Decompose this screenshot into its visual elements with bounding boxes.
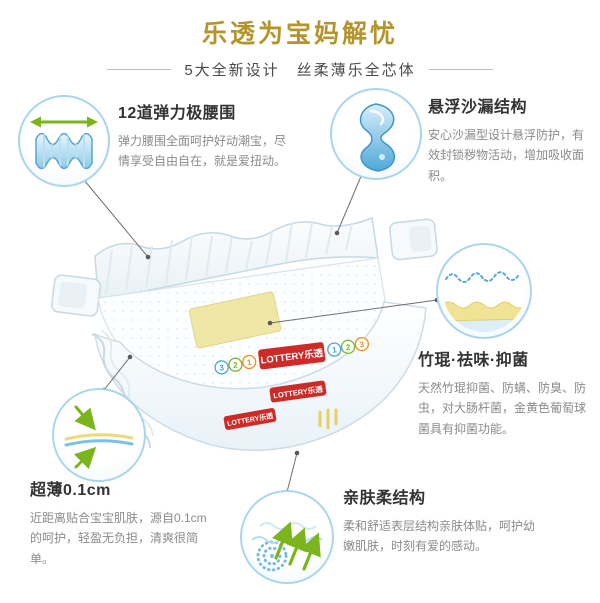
page-title: 乐透为宝妈解忧: [201, 20, 398, 48]
brand-logo-mid: LOTTERY乐透: [269, 380, 327, 403]
diaper-waistband: [94, 216, 379, 299]
brand-logo-row: 3 2 1 LOTTERY乐透 1 2 3: [214, 336, 369, 375]
breathable-surface-icon: [251, 521, 323, 572]
feature-bamboo: 竹琨·祛味·抑菌 天然竹琨抑菌、防螨、防臭、防虫，对大肠杆菌，金黄色葡萄球菌具有…: [418, 346, 596, 439]
size-number: 1: [332, 345, 338, 355]
feature-thin: 超薄0.1cm 近距离贴合宝宝肌肤，源自0.1cm的呵护，轻盈无负担，清爽很简单…: [30, 476, 212, 569]
page-subtitle: 5大全新设计 丝柔薄乐全芯体: [184, 62, 416, 79]
feature-hourglass-title: 悬浮沙漏结构: [428, 99, 528, 116]
feature-thin-desc: 近距离贴合宝宝肌肤，源自0.1cm的呵护，轻盈无负担，清爽很简单。: [30, 511, 207, 566]
feature-soft: 亲肤柔结构 柔和舒适表层结构亲肤体贴，呵护幼嫩肌肤，时刻有爱的感动。: [343, 484, 535, 557]
feature-waistband-desc: 弹力腰围全面呵护好动潮宝，尽情享受自由自在，就是爱扭动。: [118, 134, 287, 169]
size-number: 3: [219, 363, 225, 373]
thin-layer-icon: [64, 405, 134, 470]
subtitle-line-right: [428, 69, 493, 70]
size-number: 2: [233, 360, 239, 370]
feature-bamboo-title: 竹琨·祛味·抑菌: [418, 352, 529, 369]
feature-hourglass: 悬浮沙漏结构 安心沙漏型设计悬浮防护，有效封锁秽物活动，增加吸收面积。: [428, 93, 588, 186]
size-number: 2: [345, 343, 351, 353]
header: 乐透为宝妈解忧 5大全新设计 丝柔薄乐全芯体: [0, 14, 600, 80]
core-layers-badge: [436, 243, 532, 339]
core-layers-icon: [443, 271, 525, 332]
feature-waistband-title: 12道弹力极腰围: [118, 105, 236, 122]
diaper-left-tab: [51, 274, 102, 317]
breathable-surface-badge: [240, 490, 334, 584]
elastic-waistband-badge: [18, 95, 110, 187]
subtitle-line-left: [107, 69, 172, 70]
feature-soft-desc: 柔和舒适表层结构亲肤体贴，呵护幼嫩肌肤，时刻有爱的感动。: [343, 519, 536, 554]
waistband-pleats: [105, 222, 353, 295]
wetness-indicator: [318, 408, 338, 430]
feature-soft-title: 亲肤柔结构: [343, 490, 426, 507]
diaper-right-tab: [389, 218, 438, 261]
subtitle-row: 5大全新设计 丝柔薄乐全芯体: [0, 59, 600, 80]
feature-hourglass-desc: 安心沙漏型设计悬浮防护，有效封锁秽物活动，增加吸收面积。: [428, 128, 585, 183]
feature-bamboo-desc: 天然竹琨抑菌、防螨、防臭、防虫，对大肠杆菌，金黄色葡萄球菌具有抑菌功能。: [418, 381, 587, 436]
feature-waistband: 12道弹力极腰围 弹力腰围全面呵护好动潮宝，尽情享受自由自在，就是爱扭动。: [118, 99, 296, 172]
diaper-product-image: 3 2 1 LOTTERY乐透 1 2 3 LOTTERY乐透 LOTTERY乐…: [51, 216, 438, 451]
size-number: 1: [246, 358, 252, 368]
elastic-waistband-icon: [30, 116, 98, 170]
thin-layer-badge: [52, 388, 146, 482]
brand-logo-low: LOTTERY乐透: [223, 408, 277, 430]
size-number: 3: [359, 340, 365, 350]
feature-thin-title: 超薄0.1cm: [30, 482, 111, 499]
hourglass-core-icon: [359, 103, 396, 172]
hourglass-core-badge: [330, 88, 422, 180]
